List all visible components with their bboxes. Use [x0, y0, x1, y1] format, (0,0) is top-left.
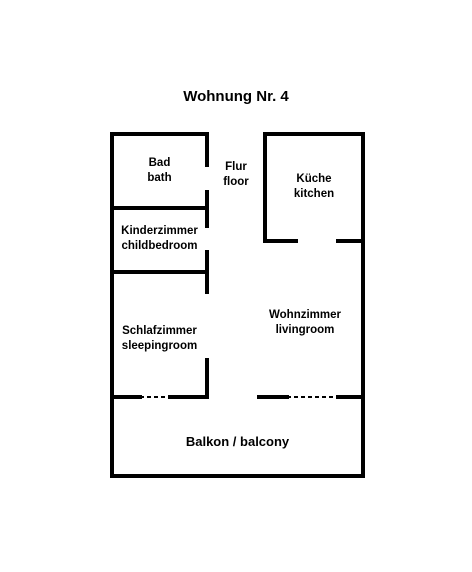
room-label-floor: Flur floor [207, 160, 265, 190]
room-label-childroom-en: childbedroom [121, 240, 198, 252]
room-label-kitchen: Küche kitchen [265, 172, 363, 202]
room-label-childroom-de: Kinderzimmer [121, 225, 198, 237]
room-label-balcony-text: Balkon / balcony [185, 434, 290, 449]
room-label-balcony: Balkon / balcony [112, 434, 363, 449]
room-label-floor-en: floor [223, 176, 249, 188]
room-label-kitchen-de: Küche [296, 173, 332, 185]
room-label-living-de: Wohnzimmer [269, 309, 341, 321]
room-label-living-en: livingroom [275, 324, 335, 336]
room-label-sleeping: Schlafzimmer sleepingroom [112, 324, 207, 354]
plan-title: Wohnung Nr. 4 [183, 88, 289, 105]
room-label-kitchen-en: kitchen [293, 188, 335, 200]
room-label-sleeping-de: Schlafzimmer [122, 325, 197, 337]
room-label-bath-de: Bad [148, 157, 171, 169]
room-label-bath-en: bath [147, 172, 172, 184]
room-label-bath: Bad bath [112, 156, 207, 186]
room-label-sleeping-en: sleepingroom [121, 340, 198, 352]
room-label-childroom: Kinderzimmer childbedroom [112, 224, 207, 254]
room-label-floor-de: Flur [225, 161, 247, 173]
room-label-living: Wohnzimmer livingroom [250, 308, 360, 338]
